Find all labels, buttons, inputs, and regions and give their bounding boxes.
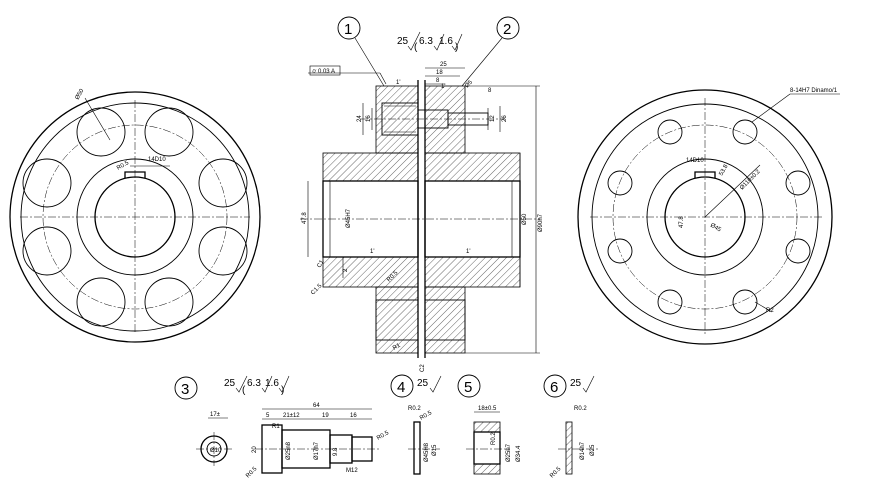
right-keyway: 14D10 (686, 158, 704, 164)
left-end-view: Ø50 14D10 R0.5 (9, 88, 261, 343)
svg-text:25: 25 (224, 378, 236, 389)
sec-len478: 47.8 (302, 212, 308, 224)
roughness-part4: 25 (417, 375, 442, 393)
svg-text:6.3: 6.3 (419, 36, 433, 47)
balloon-2: 2 (461, 16, 520, 87)
sec-outer: Ø90h7 (538, 213, 544, 232)
svg-text:25: 25 (397, 36, 409, 47)
part3-end-view: 17± Ø10 (196, 412, 232, 466)
svg-text:(: ( (242, 385, 246, 396)
sec-c15: C1.5 (310, 283, 324, 297)
right-pin-holes (607, 119, 811, 315)
p3-d16: 16 (350, 413, 357, 419)
p3-d2112: 21±12 (283, 413, 300, 419)
sec-dia5: Ø5 (464, 79, 474, 89)
balloon-6: 6 (543, 374, 567, 398)
p3-d17: Ø17h7 (314, 441, 320, 460)
p5-d3: Ø34.4 (516, 445, 522, 462)
p3-d25: Ø25n8 (286, 441, 292, 460)
sec-fillet-l: 1' (370, 249, 374, 255)
part5-bushing: 18±0.5 Ø25h7 Ø34.4 R0.2 (466, 406, 522, 475)
sec-c1: C1 (317, 259, 326, 269)
left-keyway: 14D10 (148, 157, 166, 163)
svg-text:6: 6 (550, 379, 558, 396)
sec-fillet-r: 1' (466, 249, 470, 255)
roughness-part3: 25 ( 6.3 1.6 ) (224, 375, 290, 396)
section-view: 25 18 8 ⌭ 0.03 A 24 16 12 26 47.8 Ø45H7 … (300, 62, 544, 372)
p3-d20: 20 (252, 446, 258, 453)
svg-text:): ) (455, 42, 458, 53)
balloon-5: 5 (457, 374, 481, 398)
roughness-part6: 25 (570, 375, 595, 393)
sec-d12: 12 (490, 115, 496, 122)
sec-d26: 26 (502, 115, 508, 122)
p3-d9: 9.8 (333, 447, 339, 456)
sec-d16: 16 (366, 115, 372, 122)
roughness-top: 25 ( 6.3 1.6 ) (397, 31, 463, 53)
p3-r05: R0.5 (376, 430, 391, 442)
sec-d18: 18 (436, 70, 443, 76)
right-bore: Ø45 (709, 223, 722, 234)
p3-slot: 17± (210, 412, 221, 418)
balloon-1: 1 (337, 16, 385, 87)
svg-text:4: 4 (397, 379, 405, 396)
p3-bore: Ø10 (210, 448, 222, 454)
right-keyway-depth: 53.8 (719, 163, 730, 177)
sec-pin: 8 (488, 88, 492, 94)
sec-d25: 25 (440, 62, 447, 68)
left-pin-holes (22, 107, 248, 327)
svg-text:1.6: 1.6 (265, 378, 279, 389)
sec-d8: 8 (436, 78, 440, 84)
p3-d19: 19 (322, 413, 329, 419)
svg-text:(: ( (414, 42, 418, 53)
p4-d3: Ø15 (432, 444, 438, 456)
p3-thread: M12 (346, 468, 358, 474)
right-radius: R2 (766, 308, 774, 314)
sec-r1: R1 (392, 342, 402, 351)
sec-fillet-t: 1' (396, 80, 400, 86)
right-end-view: 8-14H7 Dinamo/1 14D10 53.8 Ø110±0.2 47.8… (577, 88, 840, 345)
p6-d4: R0.5 (549, 466, 563, 480)
left-bore-dia: Ø50 (75, 88, 86, 101)
p5-d1: 18±0.5 (478, 406, 497, 412)
p3-len-total: 64 (313, 403, 320, 409)
p5-d2: Ø25h7 (506, 443, 512, 462)
right-hole-note: 8-14H7 Dinamo/1 (790, 88, 838, 94)
p5-d4: R0.2 (491, 432, 497, 445)
svg-text:25: 25 (570, 378, 582, 389)
sec-fillet-t2: 1' (441, 84, 445, 90)
svg-text:2: 2 (503, 21, 511, 38)
part6-washer: R0.2 Ø14h7 Ø25 R0.5 (549, 406, 600, 479)
balloon-3: 3 (174, 376, 198, 400)
left-radius: R0.5 (116, 160, 131, 172)
sec-gdt: ⌭ 0.03 A (312, 69, 335, 75)
svg-text:1.6: 1.6 (439, 36, 453, 47)
svg-text:): ) (281, 385, 284, 396)
right-bore-depth: 47.8 (679, 216, 685, 228)
sec-c2: C2 (420, 364, 426, 372)
p3-r1: R1 (272, 424, 280, 430)
p4-d5: R0.5 (419, 410, 434, 422)
balloon-4: 4 (390, 374, 414, 398)
svg-text:6.3: 6.3 (247, 378, 261, 389)
svg-text:25: 25 (417, 378, 429, 389)
p6-d1: R0.2 (574, 406, 587, 412)
p3-rx: R0.5 (245, 466, 259, 480)
right-pcd: Ø110±0.2 (739, 168, 762, 191)
sec-bore-left: Ø45H7 (346, 208, 352, 228)
p4-d1: R0.2 (408, 406, 421, 412)
svg-text:1: 1 (344, 21, 352, 38)
part3-side-view: 64 5 21±12 19 16 20 Ø25n8 Ø17h7 9.8 M12 … (245, 403, 390, 479)
sec-bore-right: Ø50 (522, 213, 528, 225)
sec-d2: 2 (343, 268, 349, 272)
sec-d24: 24 (357, 115, 363, 122)
part4-ring: R0.2 Ø45H8 Ø15 R0.5 (408, 406, 440, 475)
p6-d3: Ø25 (590, 444, 596, 456)
p6-d2: Ø14h7 (580, 441, 586, 460)
svg-text:3: 3 (181, 381, 189, 398)
svg-text:5: 5 (464, 379, 472, 396)
p4-d2: Ø45H8 (424, 442, 430, 462)
p3-d5: 5 (266, 413, 270, 419)
